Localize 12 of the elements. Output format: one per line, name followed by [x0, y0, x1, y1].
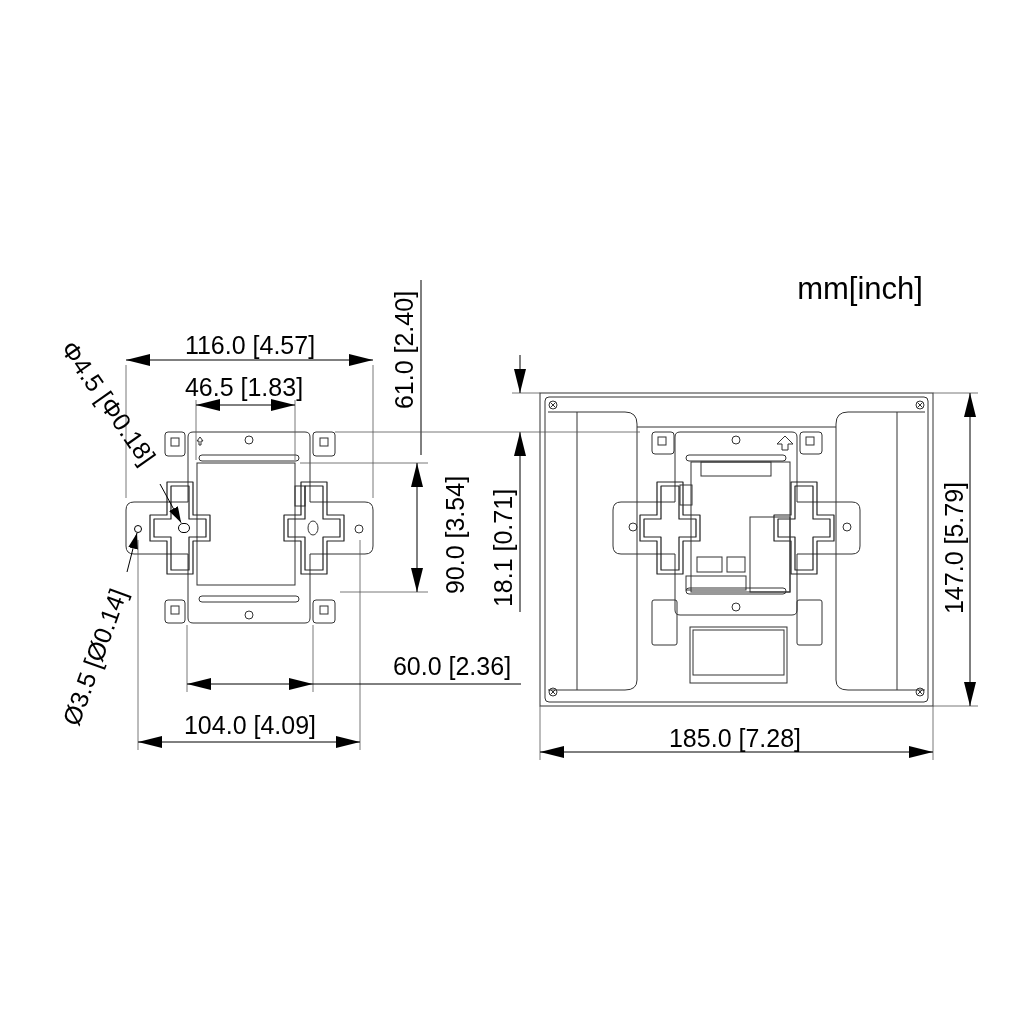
- dimension-label: mm[inch]: [797, 272, 923, 304]
- dimension-label: 104.0 [4.09]: [183, 712, 317, 738]
- dimension-label: 116.0 [4.57]: [184, 332, 316, 358]
- leader-line: [159, 483, 182, 524]
- dimension-label: 147.0 [5.79]: [941, 481, 967, 615]
- leader-line: [126, 532, 138, 573]
- dimension-label: 61.0 [2.40]: [391, 290, 417, 410]
- dimension-label: 185.0 [7.28]: [668, 725, 802, 751]
- dimension-label: 60.0 [2.36]: [392, 653, 512, 679]
- dimension-label: 90.0 [3.54]: [442, 475, 468, 595]
- dimension-label: 18.1 [0.71]: [490, 488, 516, 608]
- dimension-label: 46.5 [1.83]: [184, 374, 304, 400]
